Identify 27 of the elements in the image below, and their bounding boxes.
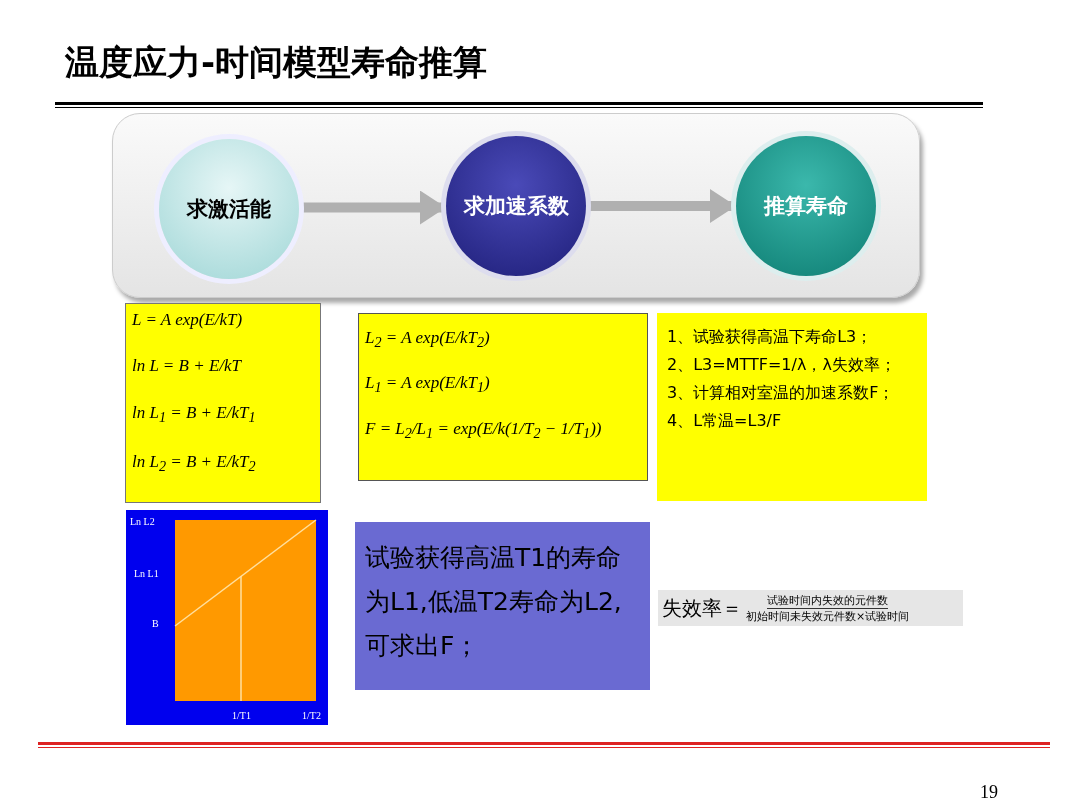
formula: L = A exp(E/kT) [132, 310, 244, 331]
list-item: 2、L3=MTTF=1/λ，λ失效率； [667, 355, 897, 375]
numerator-text: 试验时间内失效的元件数 [767, 592, 889, 609]
formula-box [358, 313, 648, 481]
axis-label: Ln L1 [134, 568, 159, 579]
text-panel: 试验获得高温T1的寿命为L1,低温T2寿命为L2,可求出F； [355, 522, 650, 690]
axis-label: Ln L2 [130, 516, 155, 527]
formula: F = L$_{2}$/L$_{1}$ = exp(E/k(1/T$_{2}$ − 1/T$_{1}$)) [365, 418, 603, 443]
formula: L$_{1}$ = A exp(E/kT$_{1}$) [365, 373, 491, 397]
list-item: 1、试验获得高温下寿命L3； [667, 327, 874, 347]
formula-label: 失效率＝ [662, 594, 742, 622]
page-number: 19 [980, 782, 998, 803]
formula: ln L = B + E/kT [132, 356, 243, 377]
formula: ln L$_{1}$ = B + E/kT$_{1}$ [132, 402, 257, 427]
formula-box [125, 303, 321, 503]
axis-label: B [152, 618, 159, 629]
axis-label: 1/T1 [232, 710, 251, 721]
slide-title: 温度应力-时间模型寿命推算 [65, 41, 488, 84]
axis-label: 1/T2 [302, 710, 321, 721]
panel-background [112, 113, 920, 298]
list-item: 4、L常温=L3/F [667, 411, 783, 431]
formula: ln L$_{2}$ = B + E/kT$_{2}$ [132, 452, 257, 476]
list-item: 3、计算相对室温的加速系数F； [667, 383, 896, 403]
denominator-text: 初始时间未失效元件数×试验时间 [746, 608, 910, 624]
formula-box [658, 590, 963, 626]
note-box [657, 313, 927, 501]
formula: L$_{2}$ = A exp(E/kT$_{2}$) [365, 328, 491, 352]
